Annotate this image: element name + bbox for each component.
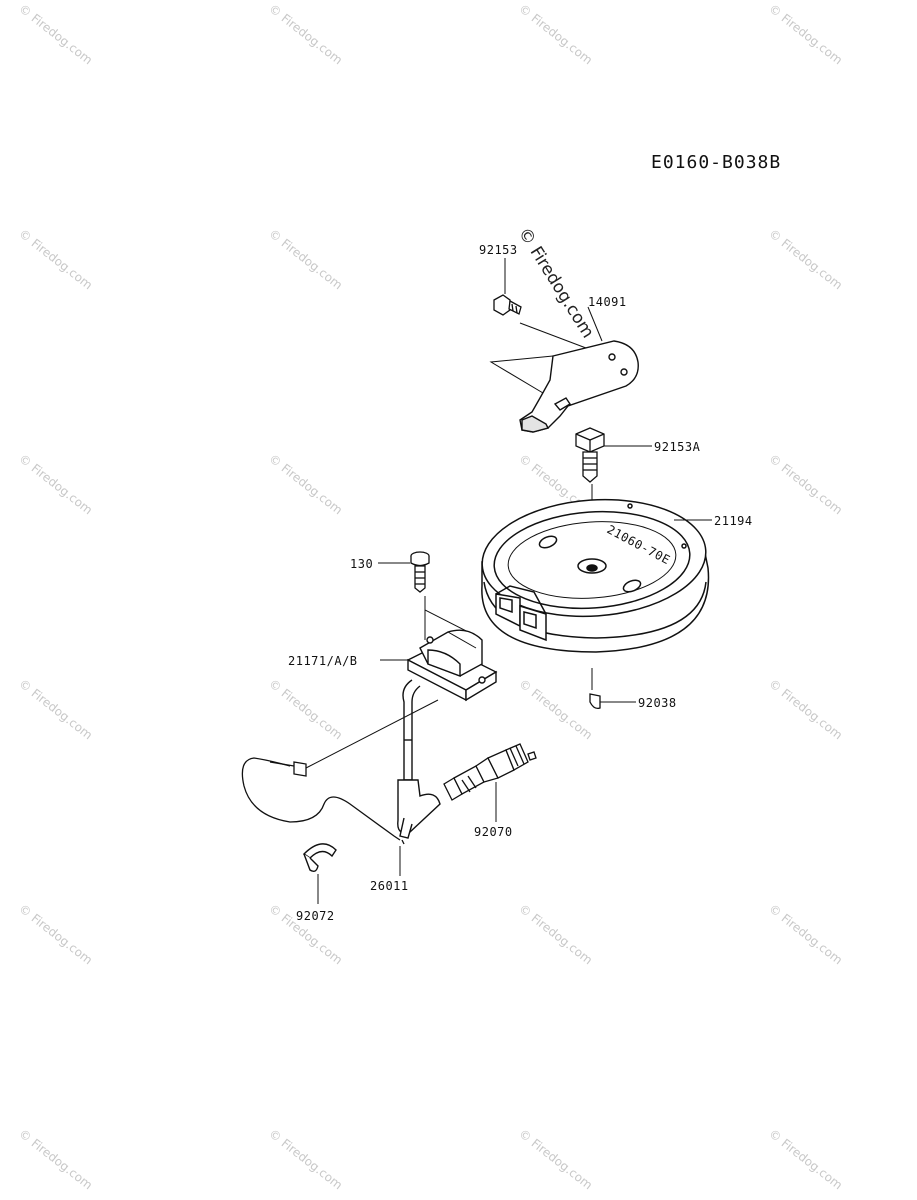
part-label-92038: 92038: [638, 696, 677, 710]
watermark: © Firedog.com: [766, 451, 845, 517]
watermark: © Firedog.com: [766, 901, 845, 967]
spark-plug-92070: [443, 743, 537, 801]
watermark: © Firedog.com: [766, 226, 845, 292]
watermark: © Firedog.com: [516, 1, 595, 67]
part-label-130: 130: [350, 557, 373, 571]
watermark: © Firedog.com: [766, 1126, 845, 1192]
watermark: © Firedog.com: [516, 676, 595, 742]
screw-130: [410, 551, 430, 593]
watermark: © Firedog.com: [766, 676, 845, 742]
watermark: © Firedog.com: [766, 1, 845, 67]
part-label-92153A: 92153A: [654, 440, 701, 454]
part-label-21194: 21194: [714, 514, 753, 528]
watermark-grid: © Firedog.com © Firedog.com © Firedog.co…: [16, 1, 845, 1192]
watermark: © Firedog.com: [16, 676, 95, 742]
watermark: © Firedog.com: [266, 1126, 345, 1192]
watermark: © Firedog.com: [16, 901, 95, 967]
watermark: © Firedog.com: [16, 1, 95, 67]
ground-lead-26011: [241, 757, 405, 845]
spark-plug-cap: [397, 779, 441, 839]
watermark: © Firedog.com: [266, 451, 345, 517]
key-92038: [589, 693, 601, 710]
watermark: © Firedog.com: [516, 1126, 595, 1192]
watermark: © Firedog.com: [16, 451, 95, 517]
bolt-92153A: [575, 427, 605, 483]
ignition-coil-21171: [402, 629, 498, 781]
part-label-14091: 14091: [588, 295, 627, 309]
part-label-92070: 92070: [474, 825, 513, 839]
part-label-21171: 21171/A/B: [288, 654, 358, 668]
watermark-overlay: © Firedog.com: [514, 224, 598, 342]
diagram-code: E0160-B038B: [651, 152, 782, 173]
clamp-92072: [302, 843, 337, 873]
watermark: © Firedog.com: [266, 1, 345, 67]
watermark: © Firedog.com: [16, 1126, 95, 1192]
part-label-26011: 26011: [370, 879, 409, 893]
part-label-92072: 92072: [296, 909, 335, 923]
bolt-92153: [493, 294, 522, 316]
watermark: © Firedog.com: [266, 676, 345, 742]
bracket-14091: [519, 340, 639, 433]
flywheel-21194: [481, 498, 710, 653]
watermark: © Firedog.com: [266, 226, 345, 292]
watermark: © Firedog.com: [516, 901, 595, 967]
part-label-92153: 92153: [479, 243, 518, 257]
watermark: © Firedog.com: [16, 226, 95, 292]
